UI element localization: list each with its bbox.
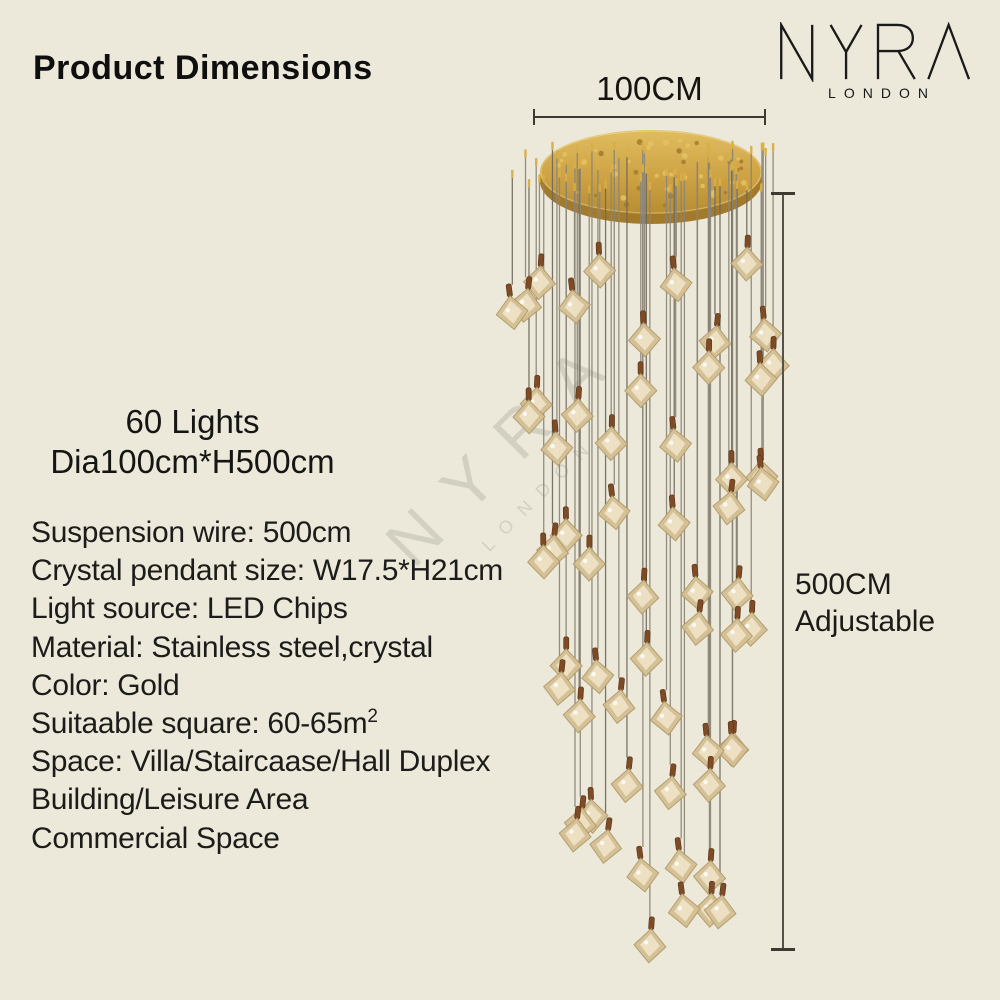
logo-letter-a	[927, 22, 971, 80]
brand-logo-city: LONDON	[828, 85, 936, 101]
width-dimension-label: 100CM	[596, 70, 703, 107]
height-dimension-line	[771, 192, 795, 951]
square-meter-superscript: 2	[367, 706, 378, 728]
spec-space-2: Building/Leisure Area	[31, 783, 309, 817]
spec-suitable-square: Suitaable square: 60-65m2	[31, 706, 378, 741]
height-dimension-label: 500CM Adjustable	[795, 566, 935, 640]
spec-suspension-wire: Suspension wire: 500cm	[31, 516, 352, 549]
spec-pendant-size: Crystal pendant size: W17.5*H21cm	[31, 554, 503, 588]
spec-space: Space: Villa/Staircaase/Hall Duplex	[31, 745, 491, 779]
spec-list: Suspension wire: 500cm Crystal pendant s…	[31, 514, 503, 858]
logo-letter-n	[780, 22, 814, 82]
brand-logo: NYRA LONDON	[770, 22, 986, 101]
brand-logo-mark	[780, 22, 971, 82]
width-dimension-line	[533, 109, 766, 125]
lights-size: Dia100cm*H500cm	[50, 443, 335, 480]
width-dimension-tick-right	[764, 109, 766, 125]
spec-space-3: Commercial Space	[31, 821, 280, 855]
logo-letter-r	[876, 23, 916, 80]
height-dimension-note: Adjustable	[795, 605, 936, 638]
spec-material: Material: Stainless steel,crystal	[31, 630, 433, 664]
height-dimension-tick-top	[771, 192, 795, 195]
lights-count: 60 Lights	[125, 403, 260, 440]
width-dimension-tick-left	[533, 109, 535, 125]
height-dimension-tick-bottom	[771, 948, 795, 951]
lights-info: 60 Lights Dia100cm*H500cm	[20, 402, 365, 482]
logo-letter-y	[829, 24, 863, 80]
spec-color: Color: Gold	[31, 668, 180, 702]
spec-light-source: Light source: LED Chips	[31, 592, 348, 626]
page-title: Product Dimensions	[33, 48, 373, 87]
height-dimension-value: 500CM	[795, 568, 892, 601]
